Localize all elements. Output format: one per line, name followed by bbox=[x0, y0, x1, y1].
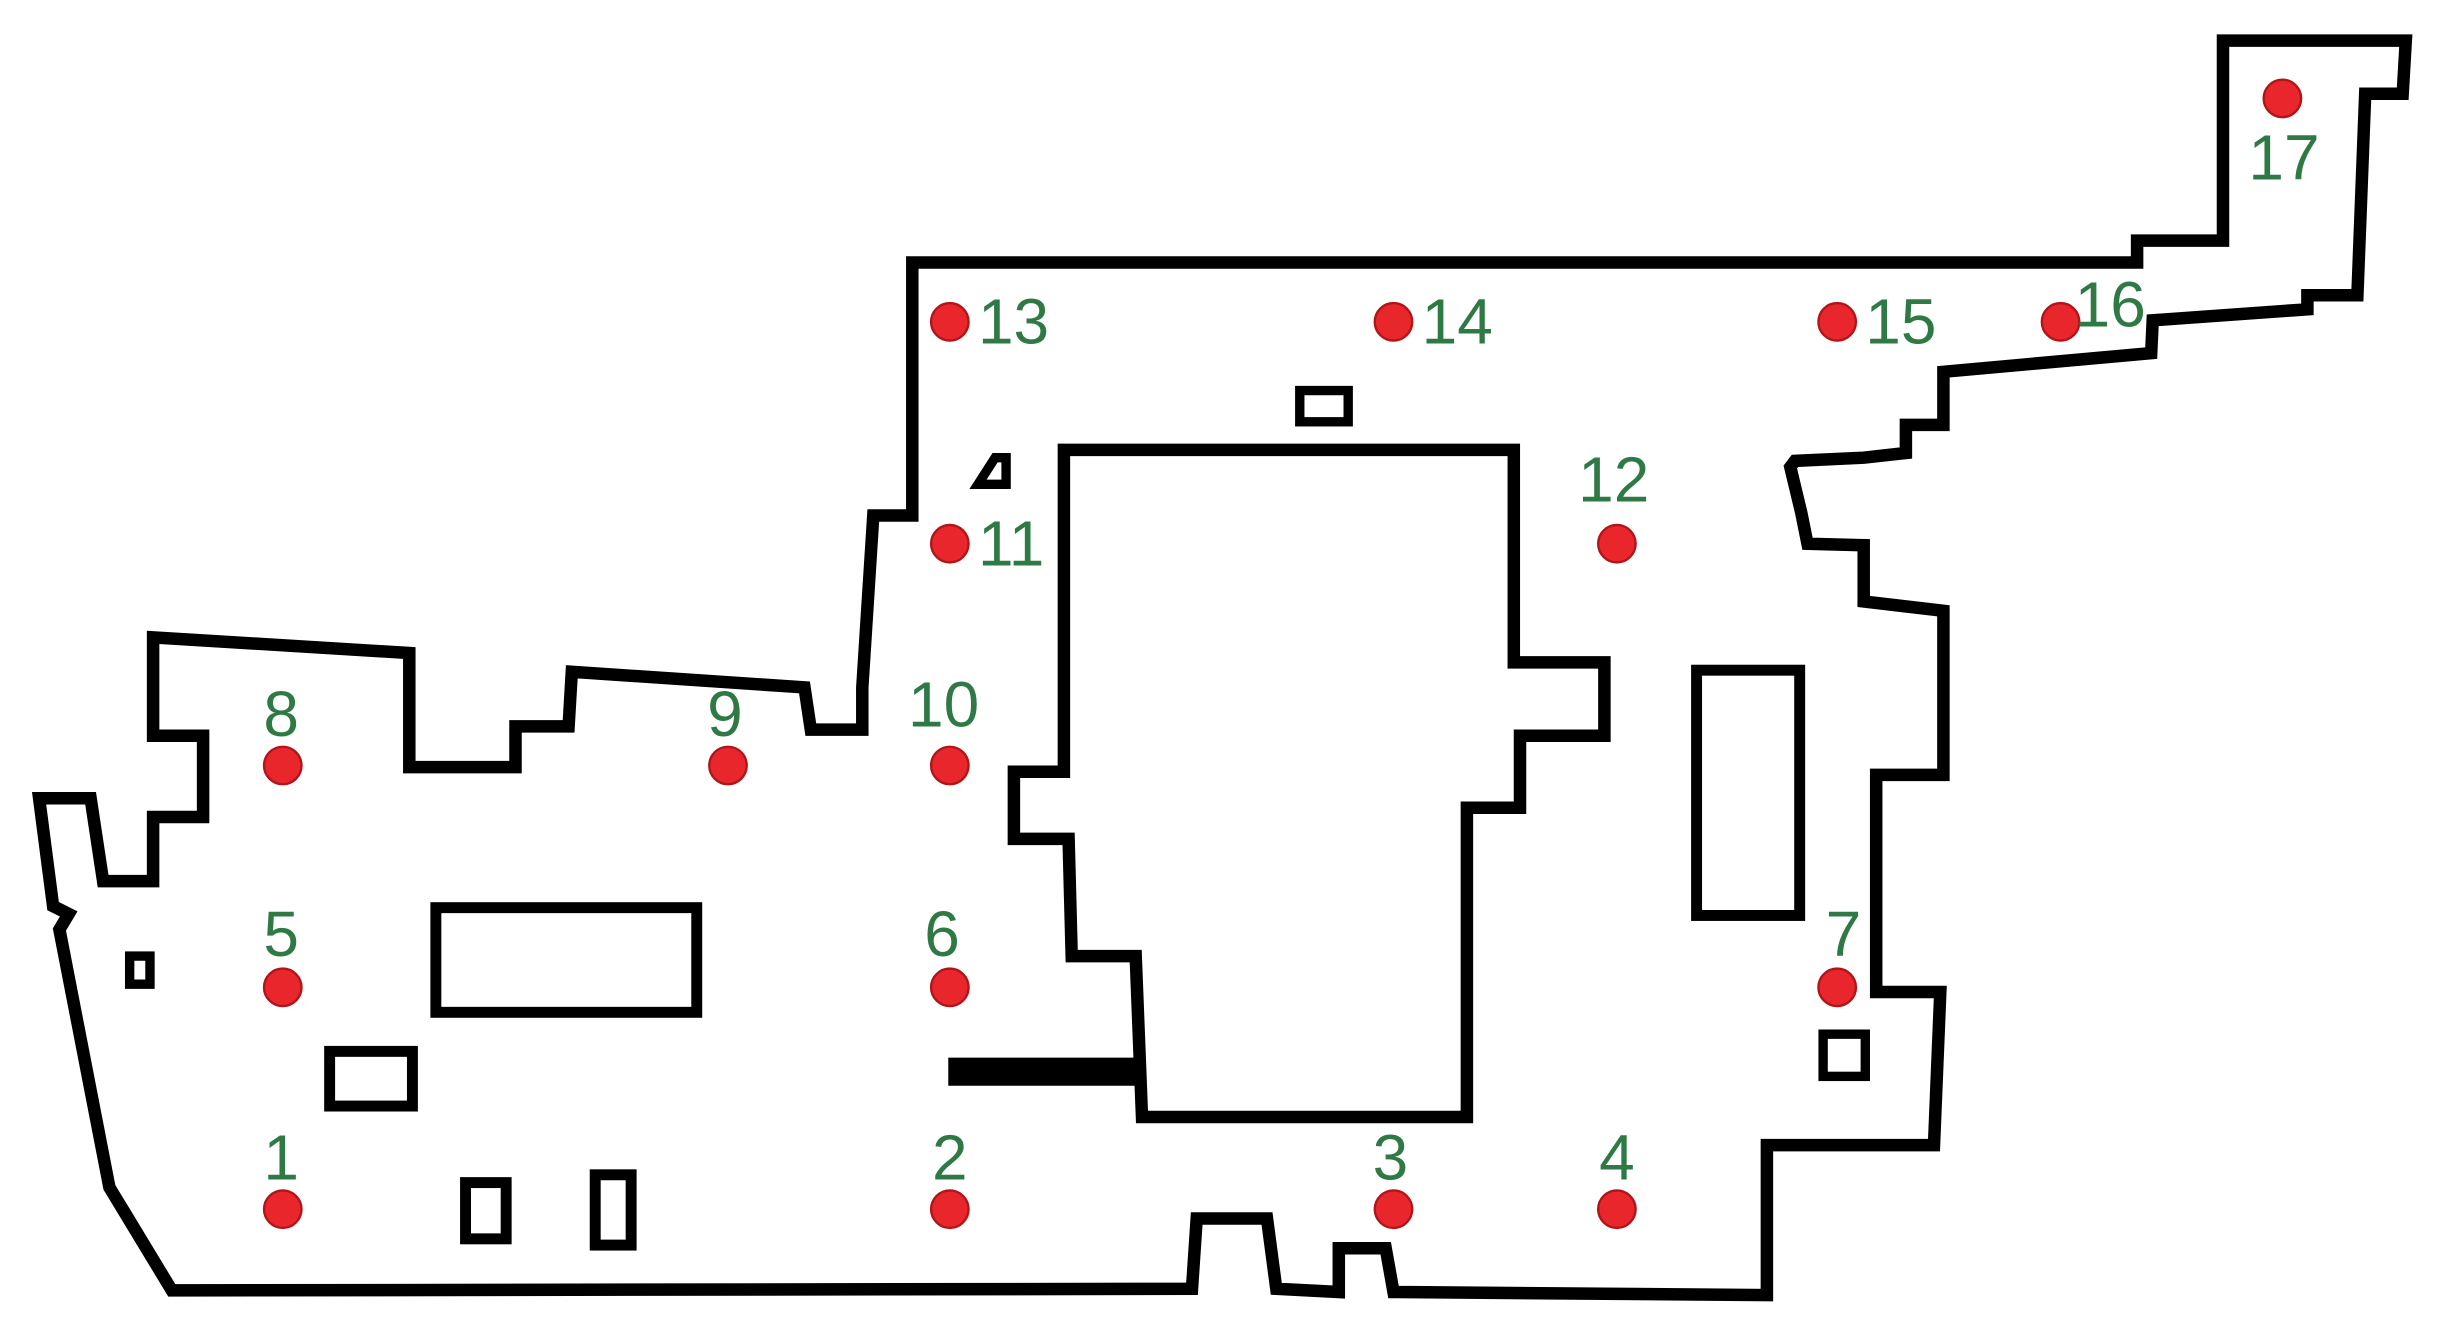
marker-label: 16 bbox=[2075, 269, 2146, 341]
marker-label: 9 bbox=[707, 678, 743, 750]
top-small-box-wall bbox=[1295, 385, 1353, 427]
outer-wall bbox=[31, 34, 2413, 1302]
marker-label: 8 bbox=[263, 678, 299, 750]
marker-label: 15 bbox=[1865, 286, 1936, 358]
marker-dot bbox=[929, 301, 970, 342]
marker-dot bbox=[1817, 301, 1858, 342]
marker-4: 4 bbox=[1596, 1121, 1637, 1230]
marker-dot bbox=[1373, 1189, 1414, 1230]
corner-fixture-wall bbox=[969, 453, 1011, 489]
marker-dot bbox=[262, 1189, 303, 1230]
marker-dot bbox=[262, 967, 303, 1008]
marker-dot bbox=[929, 523, 970, 564]
marker-dot bbox=[708, 745, 748, 786]
marker-2: 2 bbox=[929, 1121, 970, 1230]
marker-dot bbox=[929, 967, 970, 1008]
marker-dot bbox=[929, 745, 970, 786]
pillar-wall-2 bbox=[589, 1169, 637, 1251]
marker-dot bbox=[262, 745, 303, 786]
marker-dot bbox=[1373, 301, 1414, 342]
marker-8: 8 bbox=[262, 678, 303, 786]
marker-dot bbox=[1596, 523, 1637, 564]
marker-dot bbox=[2040, 301, 2081, 342]
marker-label: 6 bbox=[924, 898, 960, 970]
left-tiny-box-wall bbox=[124, 951, 155, 989]
marker-label: 12 bbox=[1578, 443, 1649, 515]
marker-label: 1 bbox=[263, 1121, 299, 1193]
central-room-wall bbox=[1007, 443, 1611, 1124]
marker-14: 14 bbox=[1373, 286, 1493, 358]
marker-label: 13 bbox=[978, 286, 1049, 358]
marker-label: 3 bbox=[1373, 1121, 1409, 1193]
marker-7: 7 bbox=[1817, 898, 1862, 1008]
marker-label: 4 bbox=[1599, 1121, 1635, 1193]
marker-label: 7 bbox=[1826, 898, 1862, 970]
marker-10: 10 bbox=[908, 668, 979, 786]
marker-label: 14 bbox=[1422, 286, 1493, 358]
marker-13: 13 bbox=[929, 286, 1049, 358]
marker-17: 17 bbox=[2248, 78, 2320, 194]
marker-3: 3 bbox=[1373, 1121, 1414, 1230]
pillar-wall-1 bbox=[460, 1177, 512, 1245]
marker-12: 12 bbox=[1578, 443, 1649, 564]
marker-9: 9 bbox=[707, 678, 748, 786]
right-small-box-wall bbox=[1818, 1029, 1870, 1082]
marker-label: 10 bbox=[908, 668, 979, 740]
marker-label: 5 bbox=[263, 898, 299, 970]
marker-dot bbox=[2262, 78, 2303, 119]
marker-dot bbox=[929, 1189, 970, 1230]
marker-label: 11 bbox=[978, 508, 1044, 580]
marker-6: 6 bbox=[924, 898, 970, 1008]
small-block-wall bbox=[324, 1045, 418, 1112]
left-block-wall bbox=[430, 902, 703, 1018]
marker-16: 16 bbox=[2040, 269, 2146, 342]
marker-label: 2 bbox=[932, 1121, 968, 1193]
marker-dot bbox=[1817, 967, 1858, 1008]
floor-plan-walls bbox=[31, 34, 2413, 1302]
marker-dot bbox=[1596, 1189, 1637, 1230]
marker-label: 17 bbox=[2248, 122, 2319, 194]
marker-11: 11 bbox=[929, 508, 1044, 580]
marker-15: 15 bbox=[1817, 286, 1936, 358]
right-block-wall bbox=[1691, 664, 1806, 921]
marker-5: 5 bbox=[262, 898, 303, 1008]
marker-1: 1 bbox=[262, 1121, 303, 1230]
